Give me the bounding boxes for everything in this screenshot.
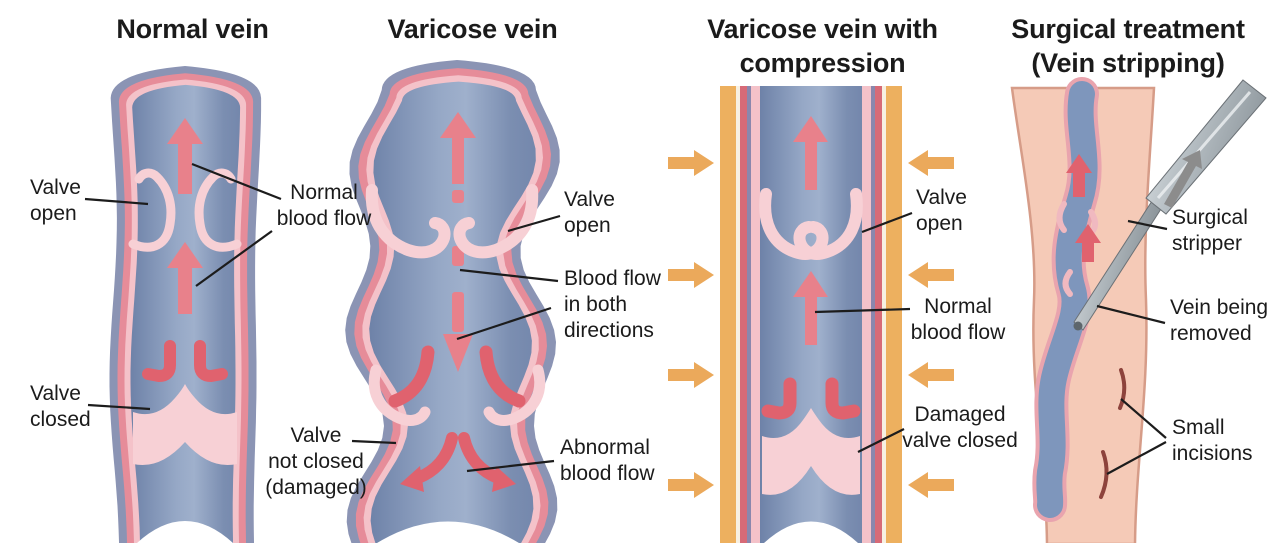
dashed-flow-segment xyxy=(452,292,464,332)
pull-direction-arrow xyxy=(1164,150,1202,208)
label-valve-not-closed: Valve not closed (damaged) xyxy=(265,424,367,499)
down-flow-arrowhead xyxy=(443,334,473,372)
panel-1-details xyxy=(84,118,282,543)
label-valve-open: Valve open xyxy=(564,188,615,237)
label-vein-being-removed: Vein being removed xyxy=(1170,296,1269,345)
dashed-flow-segment xyxy=(452,246,464,266)
compression-arrow xyxy=(668,362,714,388)
compression-arrow xyxy=(668,472,714,498)
up-flow-arrow xyxy=(1066,154,1092,197)
open-valve-leaflet xyxy=(128,168,176,252)
blocked-flow-mark xyxy=(142,340,176,383)
abnormal-flow-arrowhead xyxy=(492,466,516,492)
panel-title-normal-vein: Normal vein xyxy=(60,12,325,46)
stripper-tip xyxy=(1073,321,1083,331)
panel-4-details xyxy=(1010,77,1267,543)
tube-bottom-cut xyxy=(377,521,519,543)
title-line: (Vein stripping) xyxy=(1031,48,1225,78)
label-valve-closed: Valve closed xyxy=(30,382,91,431)
up-flow-arrow xyxy=(1075,224,1101,262)
vein-valve-curl xyxy=(1062,269,1073,297)
incision-mark xyxy=(1118,368,1127,410)
blocked-flow-mark xyxy=(825,377,861,420)
title-line: Surgical treatment xyxy=(1011,14,1245,44)
label-small-incisions: Small incisions xyxy=(1172,416,1253,465)
label-abnormal-blood-flow: Abnormal blood flow xyxy=(560,436,655,485)
compression-arrow xyxy=(668,150,714,176)
label-valve-open: Valve open xyxy=(916,186,967,235)
title-line: Normal vein xyxy=(116,14,269,44)
abnormal-flow-arrowhead xyxy=(400,466,424,492)
compression-arrows xyxy=(668,150,954,498)
stripper-highlight xyxy=(1156,91,1252,199)
open-valve-leaflet xyxy=(365,184,451,259)
compression-arrow xyxy=(908,362,954,388)
open-valve-leaflet xyxy=(194,168,242,252)
stripper-handle xyxy=(1145,79,1267,215)
label-surgical-stripper: Surgical stripper xyxy=(1172,206,1248,255)
incision-mark xyxy=(1099,450,1109,499)
compression-arrow xyxy=(908,150,954,176)
vein-valve-curl xyxy=(1056,201,1067,233)
blocked-flow-mark xyxy=(194,340,228,383)
leader-lines xyxy=(1096,219,1168,475)
up-flow-arrow xyxy=(440,112,476,184)
damaged-closed-valve xyxy=(762,408,860,495)
backflow-curve xyxy=(479,345,526,408)
panel-title-surgical-treatment: Surgical treatment (Vein stripping) xyxy=(996,12,1260,80)
label-normal-blood-flow: Normal blood flow xyxy=(276,181,372,230)
open-valve-leaflet xyxy=(793,188,863,260)
dashed-flow-segment xyxy=(452,190,464,203)
label-valve-open: Valve open xyxy=(30,176,81,225)
tube-bottom-cut xyxy=(764,521,858,543)
title-line: compression xyxy=(739,48,906,78)
panel-title-varicose-compression: Varicose vein with compression xyxy=(690,12,955,80)
panel-2-details xyxy=(351,112,561,543)
up-flow-arrow xyxy=(167,118,203,194)
label-normal-blood-flow: Normal blood flow xyxy=(910,295,1006,344)
abnormal-flow-arrow xyxy=(458,432,504,484)
up-flow-arrow xyxy=(167,242,203,314)
leader-lines xyxy=(814,211,913,453)
compression-arrow xyxy=(908,472,954,498)
damaged-valve-leaflet xyxy=(368,364,431,426)
leader-lines xyxy=(84,162,282,411)
label-blood-flow-both-directions: Blood flow in both directions xyxy=(564,267,661,342)
compression-arrow xyxy=(668,262,714,288)
damaged-valve-leaflet xyxy=(483,364,546,426)
open-valve-leaflet xyxy=(453,184,539,259)
title-line: Varicose vein xyxy=(387,14,558,44)
up-flow-arrow xyxy=(793,271,828,345)
title-line: Varicose vein with xyxy=(707,14,938,44)
compression-arrow xyxy=(908,262,954,288)
blocked-flow-mark xyxy=(761,377,797,420)
leader-lines xyxy=(351,214,561,473)
tube-bottom-cut xyxy=(137,521,233,543)
backflow-curve xyxy=(388,345,435,408)
panel-title-varicose-vein: Varicose vein xyxy=(340,12,605,46)
panel-3-details xyxy=(668,116,954,543)
up-flow-arrow xyxy=(793,116,828,190)
closed-valve xyxy=(133,384,237,466)
label-damaged-valve-closed: Damaged valve closed xyxy=(902,403,1018,452)
abnormal-flow-arrow xyxy=(412,432,458,484)
